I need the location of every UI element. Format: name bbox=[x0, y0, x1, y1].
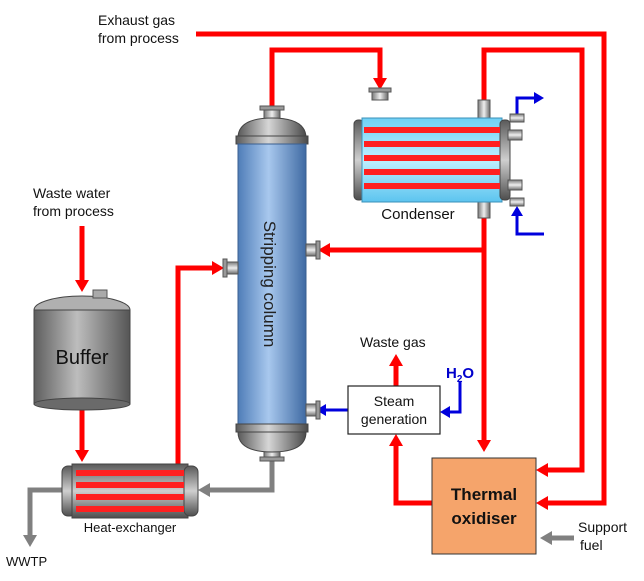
wwtp-label: WWTP bbox=[6, 554, 47, 569]
effluent-line bbox=[27, 487, 64, 535]
reflux-arrow-head bbox=[318, 243, 330, 257]
condensate-arrow-head bbox=[477, 440, 491, 452]
support-fuel-arrow-head bbox=[540, 531, 552, 545]
hot-streams bbox=[75, 31, 607, 510]
h2o-inlet-arrow bbox=[440, 406, 450, 418]
h2o-inlet-line bbox=[448, 382, 462, 414]
vent-arrow-head bbox=[536, 463, 548, 477]
condenser-vent-line bbox=[481, 47, 585, 473]
steam-to-column-arrow bbox=[316, 404, 326, 416]
exhaust-gas-line bbox=[196, 31, 607, 506]
steam-generation: Steam generation bbox=[347, 385, 441, 435]
condenser: Condenser bbox=[353, 87, 525, 223]
bottoms-arrow-head bbox=[198, 483, 210, 497]
condenser-label: Condenser bbox=[381, 206, 454, 223]
thermal-oxidiser: Thermal oxidiser bbox=[431, 457, 537, 555]
column-overhead-line bbox=[269, 47, 383, 110]
waste-water-arrow-head bbox=[75, 280, 89, 292]
flue-gas-arrow-head bbox=[389, 434, 403, 446]
thermal-oxidiser-label-1: Thermal bbox=[451, 485, 517, 504]
exhaust-arrow-head bbox=[536, 496, 548, 510]
cooling-water-in-arrow bbox=[511, 206, 523, 216]
thermal-oxidiser-label-2: oxidiser bbox=[451, 509, 517, 528]
waste-water-label-2: from process bbox=[33, 203, 114, 219]
exhaust-gas-label-2: from process bbox=[98, 30, 179, 46]
grey-streams bbox=[23, 460, 574, 547]
cooling-water-out-line bbox=[515, 96, 534, 118]
waste-gas-label: Waste gas bbox=[360, 334, 426, 350]
column-feed-line bbox=[175, 265, 212, 470]
buffer-label: Buffer bbox=[56, 347, 109, 369]
effluent-arrow-head bbox=[23, 535, 37, 547]
waste-water-label-1: Waste water bbox=[33, 185, 111, 201]
stripping-column-label: Stripping column bbox=[260, 221, 279, 348]
heat-exchanger: Heat-exchanger bbox=[61, 463, 199, 535]
steam-generation-label-2: generation bbox=[361, 411, 427, 427]
heat-exchanger-label: Heat-exchanger bbox=[84, 520, 177, 535]
feed-arrow-head bbox=[212, 261, 224, 275]
support-fuel-label-2: fuel bbox=[580, 537, 603, 553]
buffer-tank: Buffer bbox=[33, 289, 131, 411]
stripping-column: Stripping column bbox=[222, 105, 321, 462]
cooling-water-out-arrow bbox=[534, 92, 544, 104]
support-fuel-label-1: Support bbox=[578, 519, 627, 535]
buffer-outlet-arrow-head bbox=[75, 450, 89, 462]
waste-gas-arrow-head bbox=[389, 354, 403, 366]
overhead-arrow-head bbox=[373, 78, 387, 90]
h2o-label: H2O bbox=[446, 365, 474, 385]
cooling-water-in-line bbox=[515, 216, 544, 236]
column-bottoms-line bbox=[210, 460, 275, 493]
flue-gas-line bbox=[393, 446, 432, 506]
steam-generation-label-1: Steam bbox=[374, 393, 414, 409]
cooling-water-streams bbox=[316, 92, 544, 418]
exhaust-gas-label-1: Exhaust gas bbox=[98, 12, 175, 28]
